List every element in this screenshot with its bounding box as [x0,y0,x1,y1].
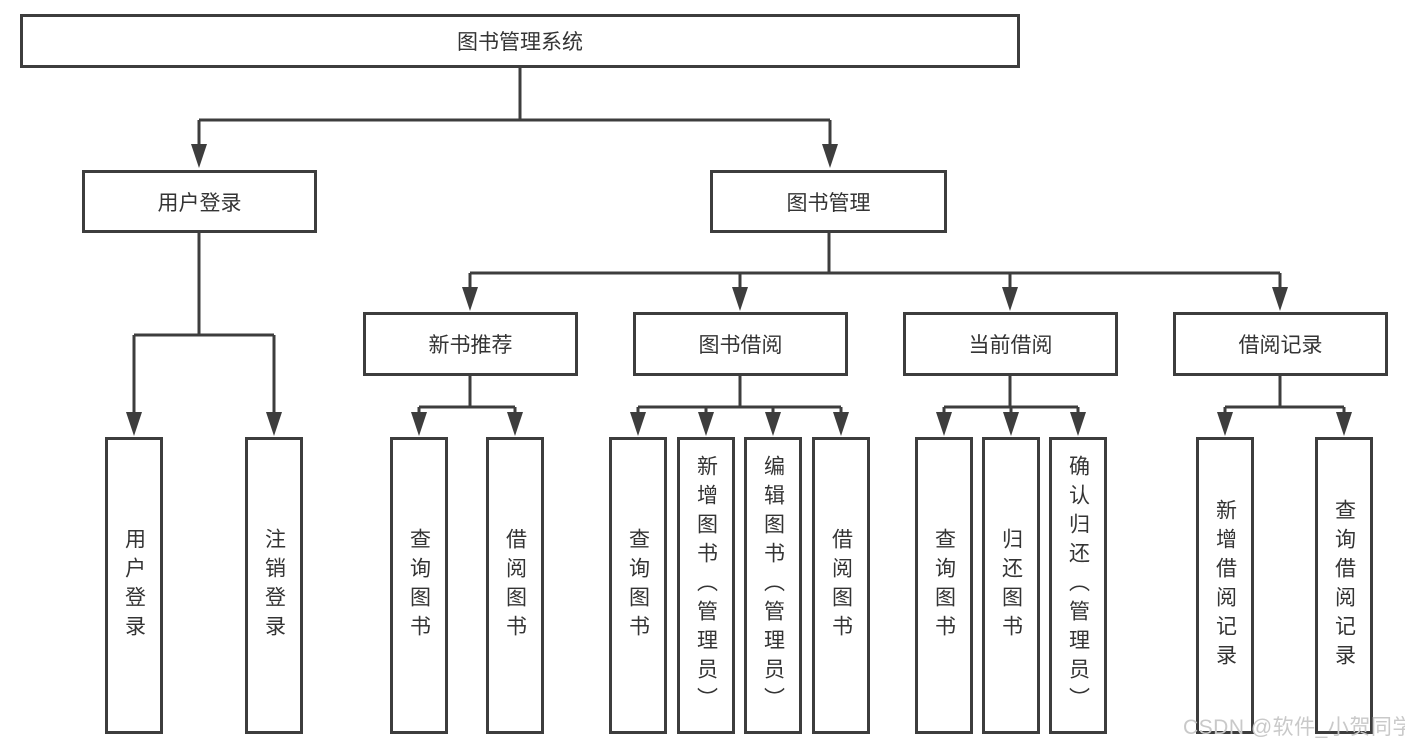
leaf-query-books-current: 查询图书 [915,437,973,734]
leaf-borrow-books: 借阅图书 [812,437,870,734]
node-library-system-label: 图书管理系统 [457,31,583,54]
leaf-query-borrow-record-label: 查询借阅记录 [1332,498,1356,673]
leaf-borrow-books-recommend: 借阅图书 [486,437,544,734]
leaf-confirm-return-admin-label: 确认归还（管理员） [1066,455,1090,716]
leaf-query-books-recommend-label: 查询图书 [407,527,431,644]
node-current-borrow: 当前借阅 [903,312,1118,376]
node-book-borrow: 图书借阅 [633,312,848,376]
leaf-add-borrow-record-label: 新增借阅记录 [1213,498,1237,673]
node-borrow-records-label: 借阅记录 [1238,334,1323,357]
node-new-book-recommend: 新书推荐 [363,312,578,376]
leaf-user-login: 用户登录 [105,437,163,734]
leaf-query-books-borrow: 查询图书 [609,437,667,734]
leaf-edit-books-admin: 编辑图书（管理员） [744,437,802,734]
leaf-borrow-books-label: 借阅图书 [829,527,853,644]
leaf-query-books-recommend: 查询图书 [390,437,448,734]
leaf-add-borrow-record: 新增借阅记录 [1196,437,1254,734]
leaf-add-books-admin-label: 新增图书（管理员） [694,455,718,716]
csdn-watermark: CSDN @软件_小贺同学 [1183,716,1405,739]
node-current-borrow-label: 当前借阅 [968,334,1053,357]
leaf-query-borrow-record: 查询借阅记录 [1315,437,1373,734]
node-book-management: 图书管理 [710,170,947,233]
node-borrow-records: 借阅记录 [1173,312,1388,376]
leaf-borrow-books-recommend-label: 借阅图书 [503,527,527,644]
leaf-return-books-label: 归还图书 [999,527,1023,644]
node-book-borrow-label: 图书借阅 [698,334,783,357]
leaf-query-books-current-label: 查询图书 [932,527,956,644]
node-user-login-label: 用户登录 [157,191,242,215]
arrowheads [126,144,1352,436]
node-book-management-label: 图书管理 [786,191,871,215]
leaf-confirm-return-admin: 确认归还（管理员） [1049,437,1107,734]
leaf-add-books-admin: 新增图书（管理员） [677,437,735,734]
leaf-user-login-label: 用户登录 [122,527,146,644]
leaf-return-books: 归还图书 [982,437,1040,734]
node-user-login: 用户登录 [82,170,317,233]
leaf-logout: 注销登录 [245,437,303,734]
leaf-logout-label: 注销登录 [262,527,286,644]
node-library-system: 图书管理系统 [20,14,1020,68]
node-new-book-recommend-label: 新书推荐 [428,334,513,357]
leaf-query-books-borrow-label: 查询图书 [626,527,650,644]
leaf-edit-books-admin-label: 编辑图书（管理员） [761,455,785,716]
